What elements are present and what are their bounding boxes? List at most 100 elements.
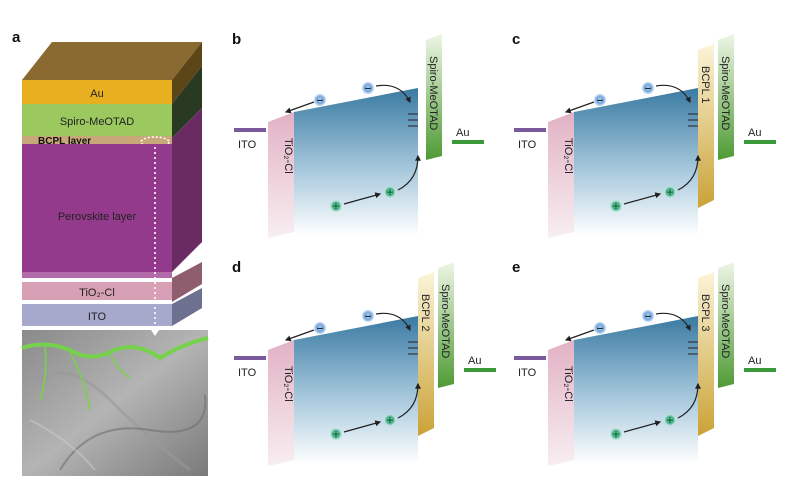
perovskite-absorber [574, 88, 698, 236]
au-layer [22, 80, 172, 104]
au-top-face [22, 42, 202, 80]
au-layer-label: Au [90, 88, 103, 100]
hole-sign: + [387, 187, 393, 199]
hole-sign: + [667, 187, 673, 199]
bcpl-interface-line [21, 336, 209, 361]
hole-arrow [343, 420, 382, 433]
hole-dot [384, 414, 396, 426]
au-side-face [172, 42, 202, 104]
tio2-block [268, 340, 294, 466]
bcpl-highlight-ellipse [140, 136, 170, 148]
spiro-block [426, 34, 442, 160]
tio2-label: TiO₂-Cl [282, 138, 294, 174]
spiro-block [438, 262, 454, 388]
electron-curve-arrow [375, 312, 411, 332]
hole-arrow [623, 420, 662, 433]
hole-sign: + [333, 201, 339, 213]
bcpl-block [698, 272, 714, 436]
hole-sign: + [387, 415, 393, 427]
tio2-block [548, 112, 574, 238]
electron-sign: − [645, 311, 651, 323]
electron-arrow [564, 101, 595, 114]
tio2-label: TiO₂-Cl [282, 366, 294, 402]
bcpl-block [418, 272, 434, 436]
hole-curve-arrow [397, 382, 421, 419]
tio2-block [268, 112, 294, 238]
electron-arrow [564, 329, 595, 342]
electron-curve-arrow [655, 84, 691, 104]
hole-dot [330, 200, 342, 212]
spiro-layer-label: Spiro-MeOTAD [60, 116, 134, 128]
electron-arrow [284, 101, 315, 114]
spiro-block [718, 262, 734, 388]
electron-curve-arrow [655, 312, 691, 332]
hole-dot [330, 428, 342, 440]
hole-dot [610, 428, 622, 440]
hole-arrow [343, 192, 382, 205]
electron-sign: − [597, 323, 603, 335]
perovskite-layer [22, 144, 172, 272]
tio2-label: TiO₂-Cl [562, 366, 574, 402]
hole-dot [384, 186, 396, 198]
spiro-block [718, 34, 734, 160]
electron-dot [642, 82, 654, 94]
hole-dot [664, 414, 676, 426]
hole-dot [610, 200, 622, 212]
ito-label: ITO [238, 367, 257, 379]
hole-arrow [623, 192, 662, 205]
ito-side-face [172, 288, 202, 326]
grain-boundary-lines [39, 344, 131, 411]
bcpl-block [698, 44, 714, 208]
bcpl-label: BCPL 3 [699, 294, 711, 332]
ito-label: ITO [518, 139, 537, 151]
ito-layer-label: ITO [88, 311, 107, 323]
hole-dot [664, 186, 676, 198]
electron-sign: − [645, 83, 651, 95]
spiro-side-face [172, 66, 202, 138]
spiro-label: Spiro-MeOTAD [439, 284, 451, 358]
panel-b-letter: b [232, 31, 241, 48]
perovskite-layer-label: Perovskite layer [58, 211, 137, 223]
panel-c-letter: c [512, 31, 520, 48]
spiro-label: Spiro-MeOTAD [719, 56, 731, 130]
panel-e-letter: e [512, 259, 520, 276]
tio2-layer-label: TiO₂-Cl [79, 287, 115, 299]
electron-dot [594, 94, 606, 106]
electron-sign: − [365, 311, 371, 323]
perovskite-absorber [574, 316, 698, 464]
au-label: Au [748, 127, 761, 139]
bcpl-label: BCPL 1 [699, 66, 711, 104]
sem-image [21, 330, 209, 476]
electron-dot [362, 310, 374, 322]
au-label: Au [748, 355, 761, 367]
hole-curve-arrow [677, 382, 701, 419]
hole-curve-arrow [397, 154, 421, 191]
perovskite-side-face [172, 108, 202, 272]
electron-dot [642, 310, 654, 322]
perovskite-bottom-edge [22, 272, 172, 278]
electron-curve-arrow [375, 84, 411, 104]
bcpl-label: BCPL 2 [419, 294, 431, 332]
ito-label: ITO [518, 367, 537, 379]
electron-sign: − [597, 95, 603, 107]
tio2-label: TiO₂-Cl [562, 138, 574, 174]
ito-label: ITO [238, 139, 257, 151]
electron-dot [362, 82, 374, 94]
hole-sign: + [333, 429, 339, 441]
spiro-label: Spiro-MeOTAD [719, 284, 731, 358]
spiro-label: Spiro-MeOTAD [427, 56, 439, 130]
electron-sign: − [317, 323, 323, 335]
electron-sign: − [317, 95, 323, 107]
hole-sign: + [613, 429, 619, 441]
bcpl-layer [22, 136, 172, 144]
tio2-side-face [172, 262, 202, 302]
tio2-block [548, 340, 574, 466]
electron-sign: − [365, 83, 371, 95]
panel-a-letter: a [12, 29, 21, 46]
au-label: Au [468, 355, 481, 367]
